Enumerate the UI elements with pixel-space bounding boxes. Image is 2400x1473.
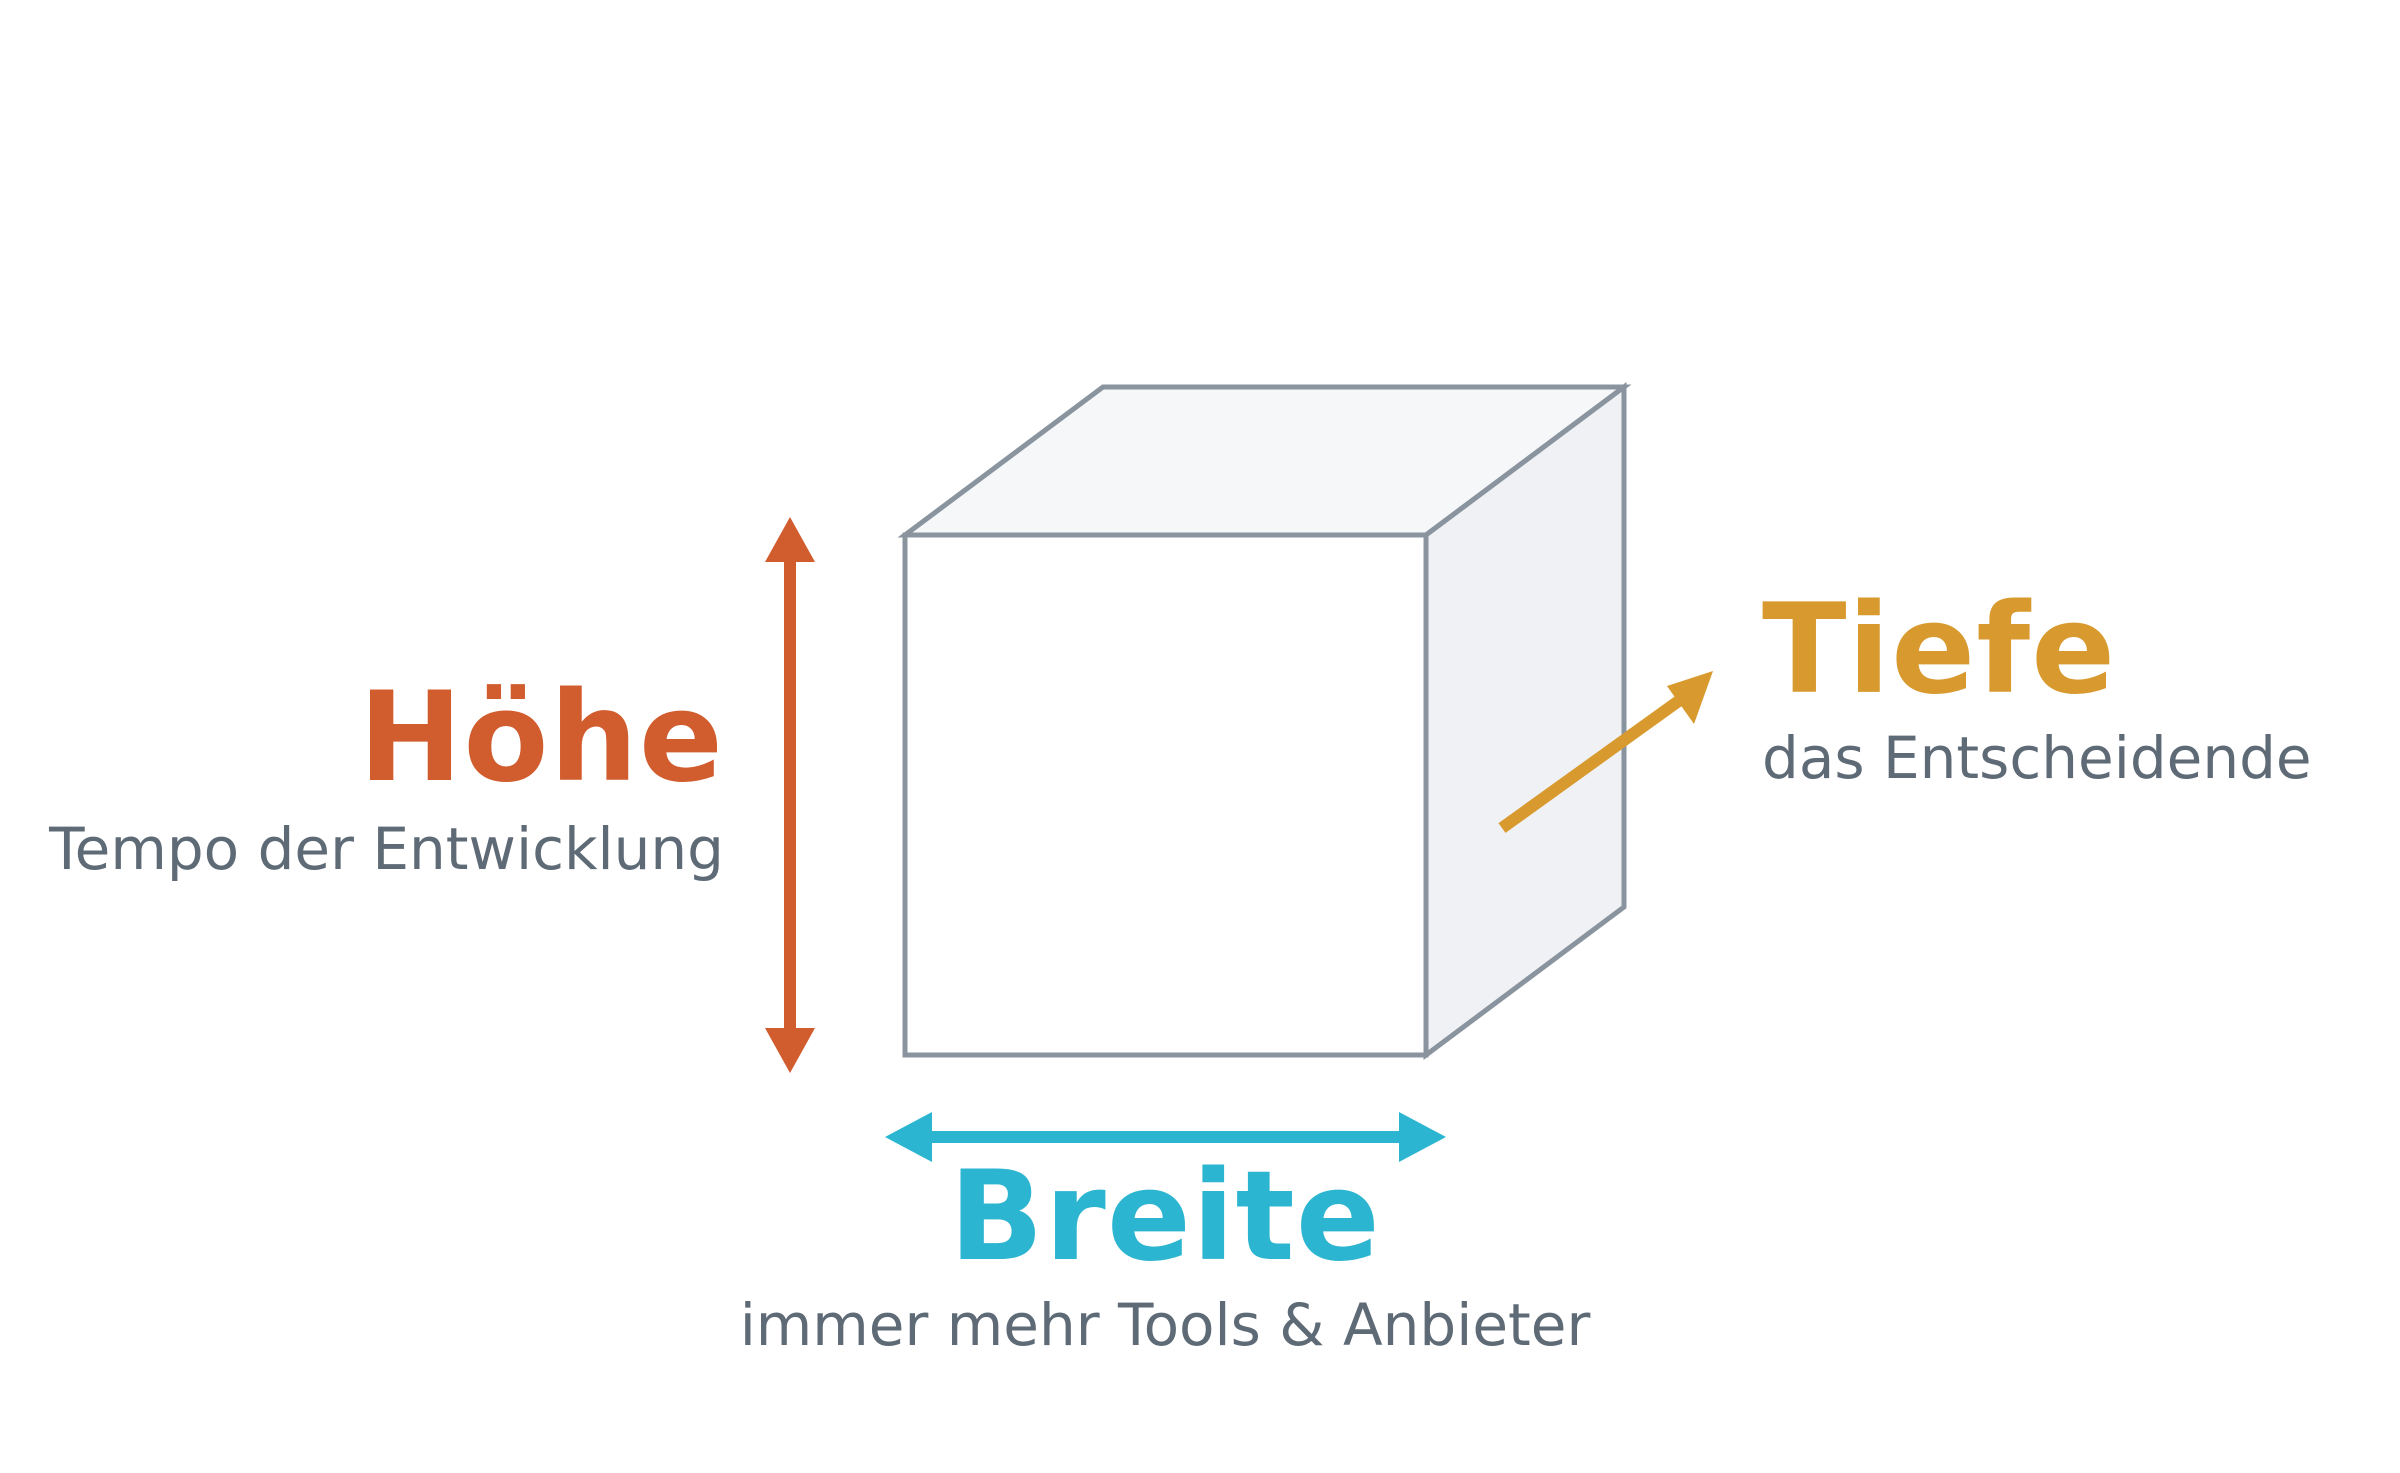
breite-title: Breite — [949, 1145, 1381, 1289]
tiefe-subtitle: das Entscheidende — [1762, 724, 2312, 792]
breite-subtitle: immer mehr Tools & Anbieter — [739, 1291, 1591, 1359]
breite-arrow — [885, 1112, 1446, 1162]
breite-arrowhead-right — [1399, 1112, 1446, 1162]
hoehe-arrow — [765, 517, 815, 1073]
tiefe-title: Tiefe — [1762, 578, 2117, 722]
hoehe-title: Höhe — [358, 666, 724, 810]
hoehe-subtitle: Tempo der Entwicklung — [49, 815, 724, 883]
hoehe-arrowhead-down — [765, 1028, 815, 1073]
cube-front-face — [902, 532, 1429, 1058]
breite-arrowhead-left — [885, 1112, 932, 1162]
hoehe-arrowhead-up — [765, 517, 815, 562]
tiefe-arrow — [1498, 671, 1713, 833]
tiefe-arrowhead — [1667, 671, 1713, 724]
